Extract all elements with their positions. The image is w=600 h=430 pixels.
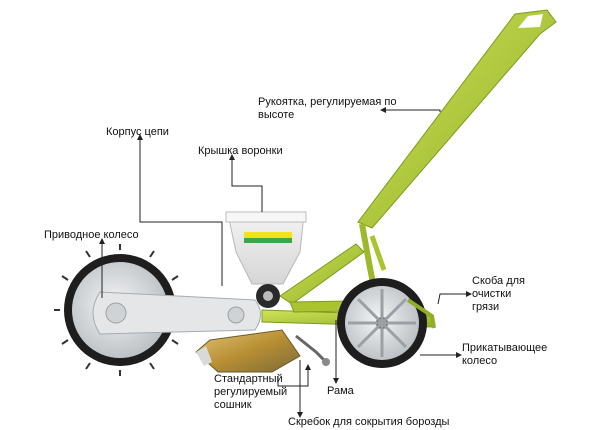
hopper-lid	[225, 211, 307, 223]
leader-scraper-bracket	[437, 293, 466, 305]
label-press-wheel: Прикатывающее колесо	[462, 342, 548, 367]
label-chain-housing: Корпус цепи	[106, 126, 169, 138]
leader-hopper-lid	[231, 160, 263, 212]
press-wheel	[337, 278, 427, 368]
hopper-stripe-green	[244, 238, 292, 243]
leader-lines	[101, 109, 466, 412]
label-opener: Стандартный регулируемый сошник	[214, 373, 288, 411]
leader-chain-housing	[139, 140, 223, 286]
scraper-bracket	[406, 298, 436, 329]
chain-housing	[92, 291, 261, 335]
hopper-stripe-yellow	[244, 232, 292, 238]
furrow-scraper	[295, 334, 330, 366]
leader-opener	[277, 370, 309, 387]
hopper	[225, 211, 307, 308]
label-frame: Рама	[327, 385, 354, 397]
label-hopper-lid: Крышка воронки	[198, 145, 283, 157]
label-handle: Рукоятка, регулируемая по высоте	[258, 96, 397, 121]
leader-arrows	[99, 107, 472, 418]
leader-handle	[386, 109, 441, 112]
opener	[195, 329, 301, 373]
label-furrow-scraper: Скребок для сокрытия борозды	[288, 416, 450, 428]
handle	[357, 9, 557, 319]
label-scraper-bracket: Скоба для очистки грязи	[472, 275, 526, 313]
label-drive-wheel: Приводное колесо	[44, 229, 139, 241]
